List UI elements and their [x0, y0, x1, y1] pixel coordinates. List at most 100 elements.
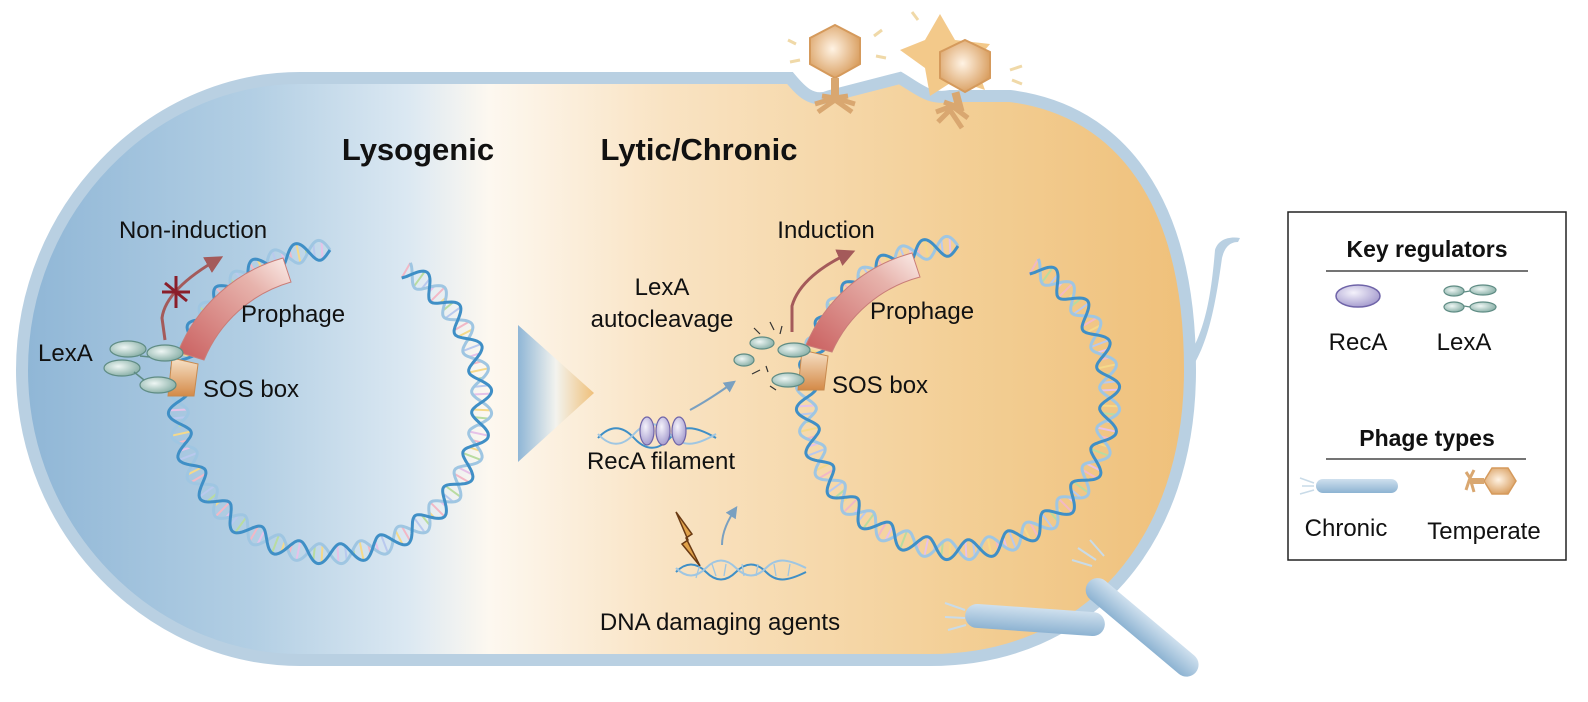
dna-rung	[884, 525, 894, 542]
dna-rung	[799, 412, 815, 416]
lytic-heading: Lytic/Chronic	[601, 132, 798, 167]
dna-rung	[472, 408, 491, 412]
dna-rung	[1072, 480, 1090, 494]
dna-rung	[444, 306, 462, 320]
dna-rung	[271, 534, 280, 554]
dna-rung	[986, 536, 993, 557]
dna-rung	[358, 540, 365, 561]
dna-rung	[178, 452, 198, 461]
legend-temperate-icon	[1464, 467, 1517, 495]
prophage-label-right: Prophage	[870, 298, 974, 325]
prophage-segment-right	[805, 252, 921, 353]
dna-rung	[472, 392, 491, 396]
dna-rung	[400, 262, 412, 279]
sos-box-label-right: SOS box	[832, 372, 928, 399]
lexa-label-left: LexA	[38, 340, 93, 367]
dna-rung	[473, 384, 489, 388]
dna-rung	[429, 501, 446, 518]
dna-rung	[214, 501, 231, 518]
reca-filament-label: RecA filament	[587, 448, 735, 475]
temperate-phage-1	[787, 23, 887, 115]
chronic-phage-rods	[944, 539, 1199, 677]
lightning-bolt-icon	[675, 511, 701, 567]
dna-rung	[234, 516, 248, 534]
legend-regulators-title: Key regulators	[1346, 236, 1507, 262]
dna-strand	[794, 234, 1122, 562]
dna-rung	[862, 512, 876, 530]
lexa-dimers-left	[103, 340, 184, 394]
reca-to-lexa-arrow	[689, 380, 736, 411]
lysogenic-heading: Lysogenic	[342, 132, 494, 167]
dna-rung	[462, 452, 482, 461]
induction-arrow	[790, 249, 856, 332]
dna-rung	[923, 536, 930, 557]
dna-rung	[312, 243, 316, 259]
legend-reca-icon	[1335, 284, 1381, 308]
dna-rung	[799, 426, 820, 433]
dna-rung	[1100, 388, 1119, 392]
dna-rung	[1085, 462, 1102, 472]
dna-rung	[380, 534, 389, 554]
dna-rung	[256, 529, 266, 546]
induction-label: Induction	[777, 217, 874, 244]
dna-rung	[1057, 282, 1074, 299]
legend-lexa-icon	[1443, 284, 1497, 313]
dna-rung	[198, 484, 216, 498]
dna-rung	[1081, 468, 1098, 480]
block-cross-icon	[162, 276, 190, 308]
dna-rung	[1101, 412, 1117, 416]
dna-rung	[468, 367, 489, 374]
dna-rung	[806, 448, 826, 457]
dna-rung	[473, 416, 489, 420]
dna-rung	[1028, 258, 1040, 275]
dna-rung	[797, 404, 816, 408]
dna-rung	[1090, 339, 1110, 348]
dna-rung	[429, 286, 446, 303]
lexa-autocleavage-label-line2: autocleavage	[591, 306, 734, 333]
dna-rung	[336, 544, 340, 563]
dna-rung	[457, 466, 474, 476]
dna-damage-label: DNA damaging agents	[600, 609, 840, 636]
dna-rung	[940, 541, 944, 557]
dna-rung	[171, 430, 192, 437]
lexa-autocleavage-label-line1: LexA	[635, 274, 690, 301]
dna-rung	[412, 516, 426, 534]
dna-rung	[169, 408, 188, 412]
dna-rung	[1008, 530, 1017, 550]
dna-rung	[972, 541, 976, 557]
dna-rung	[248, 525, 260, 542]
prophage-label-left: Prophage	[241, 301, 345, 328]
dna-rung	[964, 540, 968, 559]
dna-rung	[1072, 302, 1090, 316]
dna-rung	[320, 544, 324, 563]
dna-rung	[394, 529, 404, 546]
dna-rung	[818, 468, 835, 480]
dna-rung	[444, 484, 462, 498]
dna-rung	[1022, 525, 1032, 542]
non-induction-arrow	[160, 256, 224, 341]
damage-to-reca-arrow	[721, 506, 738, 546]
dna-rung	[1096, 363, 1117, 370]
dna-rung	[453, 472, 470, 484]
dna-rung	[457, 328, 474, 338]
dna-rung	[312, 545, 316, 561]
temperate-phage-2	[900, 11, 1023, 130]
dna-rung	[1101, 380, 1117, 384]
dna-rung	[1057, 497, 1074, 514]
legend-phage-types-title: Phage types	[1359, 425, 1495, 451]
dna-rung	[923, 239, 930, 260]
dna-rung	[876, 521, 888, 538]
dna-rung	[468, 430, 489, 437]
dna-rung	[1040, 512, 1054, 530]
legend-reca-label: RecA	[1329, 329, 1388, 356]
legend-lexa-label: LexA	[1437, 329, 1492, 356]
dna-rung	[171, 416, 187, 420]
legend-chronic-icon	[1299, 477, 1398, 495]
dna-rung	[295, 243, 302, 264]
legend-temperate-label: Temperate	[1427, 518, 1540, 545]
sos-box-label-left: SOS box	[203, 376, 299, 403]
transition-arrow	[518, 325, 594, 462]
dna-rung	[842, 497, 859, 514]
dna-rung	[1028, 521, 1040, 538]
